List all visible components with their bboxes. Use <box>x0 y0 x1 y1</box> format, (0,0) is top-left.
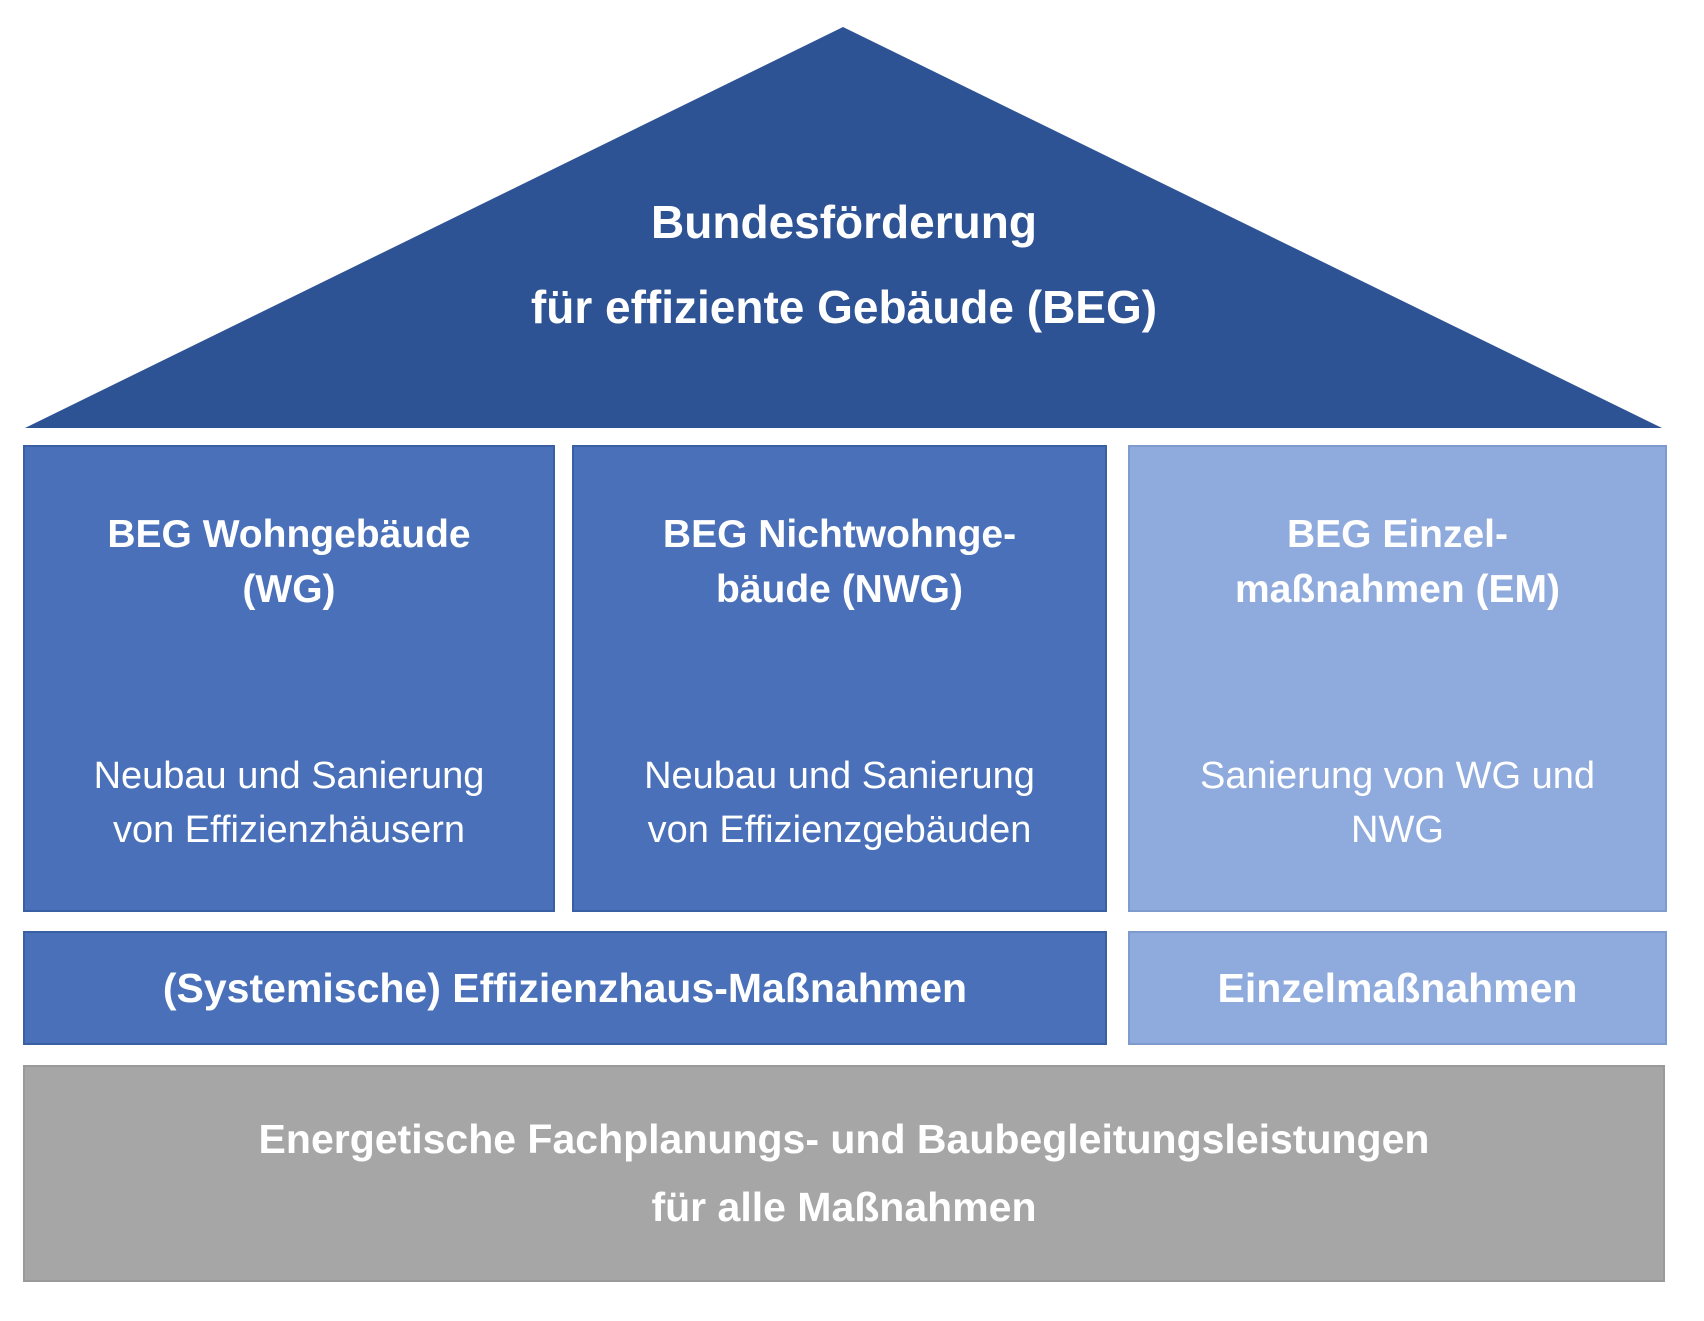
column-beg-nichtwohngebaeude: BEG Nichtwohnge- bäude (NWG) Neubau und … <box>572 445 1107 912</box>
einzelmassnahmen-band: Einzelmaßnahmen <box>1128 931 1667 1045</box>
body-line: Neubau und Sanierung <box>644 755 1035 798</box>
footer-banner: Energetische Fachplanungs- und Baubeglei… <box>23 1065 1665 1282</box>
roof-triangle <box>25 27 1662 428</box>
effizienzhaus-massnahmen-band: (Systemische) Effizienzhaus-Maßnahmen <box>23 931 1107 1045</box>
column-beg-einzelmassnahmen-description: Sanierung von WG und NWG <box>1200 750 1595 858</box>
heading-line: BEG Einzel- <box>1286 513 1509 556</box>
column-beg-einzelmassnahmen-heading: BEG Einzel- maßnahmen (EM) <box>1235 507 1560 618</box>
heading-line: maßnahmen (EM) <box>1234 568 1561 612</box>
body-line: von Effizienzgebäuden <box>647 809 1032 852</box>
heading-line: (WG) <box>242 568 336 612</box>
column-beg-wohngebaeude: BEG Wohngebäude (WG) Neubau und Sanierun… <box>23 445 555 912</box>
body-line: NWG <box>1351 809 1444 852</box>
body-line: von Effizienzhäusern <box>112 809 466 852</box>
einzelmassnahmen-label: Einzelmaßnahmen <box>1217 964 1578 1011</box>
heading-line: BEG Nichtwohnge- <box>662 513 1017 556</box>
column-beg-wohngebaeude-heading: BEG Wohngebäude (WG) <box>107 507 470 618</box>
effizienzhaus-massnahmen-label: (Systemische) Effizienzhaus-Maßnahmen <box>162 964 968 1011</box>
column-beg-nichtwohngebaeude-heading: BEG Nichtwohnge- bäude (NWG) <box>663 507 1016 618</box>
column-beg-einzelmassnahmen: BEG Einzel- maßnahmen (EM) Sanierung von… <box>1128 445 1667 912</box>
heading-line: BEG Wohngebäude <box>107 513 471 556</box>
roof-title: Bundesförderung für effiziente Gebäude (… <box>25 196 1663 334</box>
column-beg-wohngebaeude-description: Neubau und Sanierung von Effizienzhäuser… <box>94 750 485 858</box>
roof-title-line-1: Bundesförderung <box>651 196 1037 248</box>
footer-line-1: Energetische Fachplanungs- und Baubeglei… <box>258 1115 1430 1162</box>
body-line: Neubau und Sanierung <box>93 755 485 798</box>
roof-title-line-2: für effiziente Gebäude (BEG) <box>530 280 1158 333</box>
heading-line: bäude (NWG) <box>716 568 963 612</box>
column-beg-nichtwohngebaeude-description: Neubau und Sanierung von Effizienzgebäud… <box>644 750 1035 858</box>
body-line: Sanierung von WG und <box>1199 755 1595 798</box>
footer-line-2: für alle Maßnahmen <box>651 1183 1037 1230</box>
